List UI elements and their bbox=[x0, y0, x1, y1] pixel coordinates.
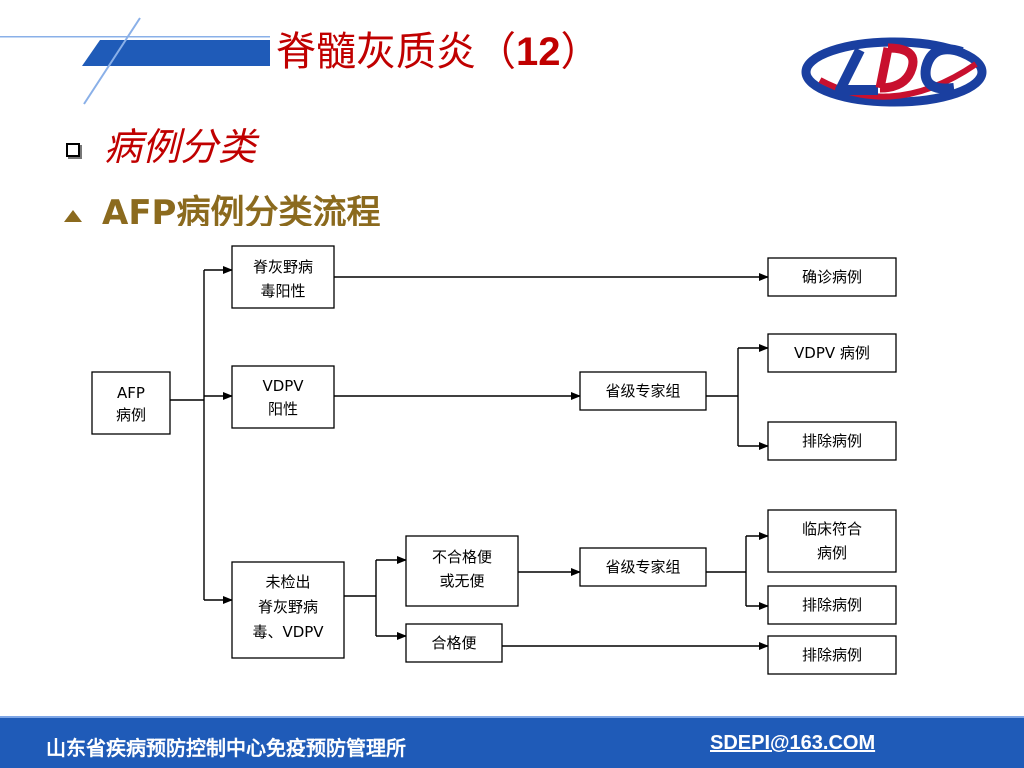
node-afp-line1: AFP bbox=[117, 384, 145, 402]
node-notdetected-line3: 毒、VDPV bbox=[252, 623, 324, 641]
node-expert-panel-2: 省级专家组 bbox=[579, 547, 707, 587]
node-confirmed-label: 确诊病例 bbox=[802, 268, 862, 286]
node-qualified-stool: 合格便 bbox=[405, 623, 503, 663]
node-notdetected-line2: 脊灰野病 bbox=[258, 598, 318, 616]
node-excluded-1: 排除病例 bbox=[767, 421, 897, 461]
triangle-bullet-icon bbox=[64, 210, 82, 222]
subheading-row: AFP病例分类流程 bbox=[58, 190, 438, 226]
footer-organization: 山东省疾病预防控制中心免疫预防管理所 bbox=[46, 736, 406, 760]
title-open-paren: （ bbox=[476, 29, 516, 75]
node-unqualified-line2: 或无便 bbox=[439, 572, 484, 590]
title-main: 脊髓灰质炎 bbox=[276, 29, 476, 75]
node-wild-positive: 脊灰野病 毒阳性 bbox=[231, 245, 335, 309]
flow-edges bbox=[170, 266, 769, 650]
node-vdpv-case: VDPV 病例 bbox=[767, 333, 897, 373]
node-expert2-label: 省级专家组 bbox=[605, 558, 680, 576]
node-clinical-line1: 临床符合 bbox=[802, 520, 862, 538]
node-vdpv-line2: 阳性 bbox=[268, 400, 298, 418]
title-close-paren: ） bbox=[560, 29, 601, 75]
node-wild-line2: 毒阳性 bbox=[260, 282, 305, 300]
node-unqualified-line1: 不合格便 bbox=[432, 548, 492, 566]
square-bullet-icon bbox=[66, 143, 80, 157]
cdc-logo bbox=[801, 37, 987, 107]
node-excluded1-label: 排除病例 bbox=[802, 432, 862, 450]
node-clinical-compatible: 临床符合 病例 bbox=[767, 509, 897, 573]
slide-title: 脊髓灰质炎（12） bbox=[276, 22, 601, 82]
node-excluded3-label: 排除病例 bbox=[802, 646, 862, 664]
node-vdpv-line1: VDPV bbox=[262, 377, 304, 395]
subheading: AFP病例分类流程 bbox=[102, 193, 381, 226]
node-vdpv-positive: VDPV 阳性 bbox=[231, 365, 335, 429]
node-expert-panel-1: 省级专家组 bbox=[579, 371, 707, 411]
header-decoration bbox=[0, 17, 270, 105]
node-excluded2-label: 排除病例 bbox=[802, 596, 862, 614]
node-not-detected: 未检出 脊灰野病 毒、VDPV bbox=[231, 561, 345, 659]
node-vdpvcase-label: VDPV 病例 bbox=[794, 344, 870, 362]
node-expert1-label: 省级专家组 bbox=[605, 382, 680, 400]
node-afp: AFP 病例 bbox=[91, 371, 171, 435]
section-heading: 病例分类 bbox=[104, 125, 257, 169]
node-confirmed-case: 确诊病例 bbox=[767, 257, 897, 297]
node-clinical-line2: 病例 bbox=[817, 544, 847, 562]
afp-flowchart: AFP 病例 脊灰野病 毒阳性 VDPV 阳性 未检出 脊灰野病 毒、VDPV … bbox=[91, 245, 897, 675]
node-excluded-3: 排除病例 bbox=[767, 635, 897, 675]
footer-bar: 山东省疾病预防控制中心免疫预防管理所 SDEPI@163.COM bbox=[0, 716, 1024, 768]
node-excluded-2: 排除病例 bbox=[767, 585, 897, 625]
node-afp-line2: 病例 bbox=[116, 406, 146, 424]
title-number: 12 bbox=[516, 30, 561, 74]
footer-email-link[interactable]: SDEPI@163.COM bbox=[710, 732, 876, 754]
node-qualified-label: 合格便 bbox=[431, 634, 476, 652]
node-unqualified-stool: 不合格便 或无便 bbox=[405, 535, 519, 607]
node-notdetected-line1: 未检出 bbox=[265, 573, 310, 591]
flow-nodes: AFP 病例 脊灰野病 毒阳性 VDPV 阳性 未检出 脊灰野病 毒、VDPV … bbox=[91, 245, 897, 675]
node-wild-line1: 脊灰野病 bbox=[253, 258, 313, 276]
